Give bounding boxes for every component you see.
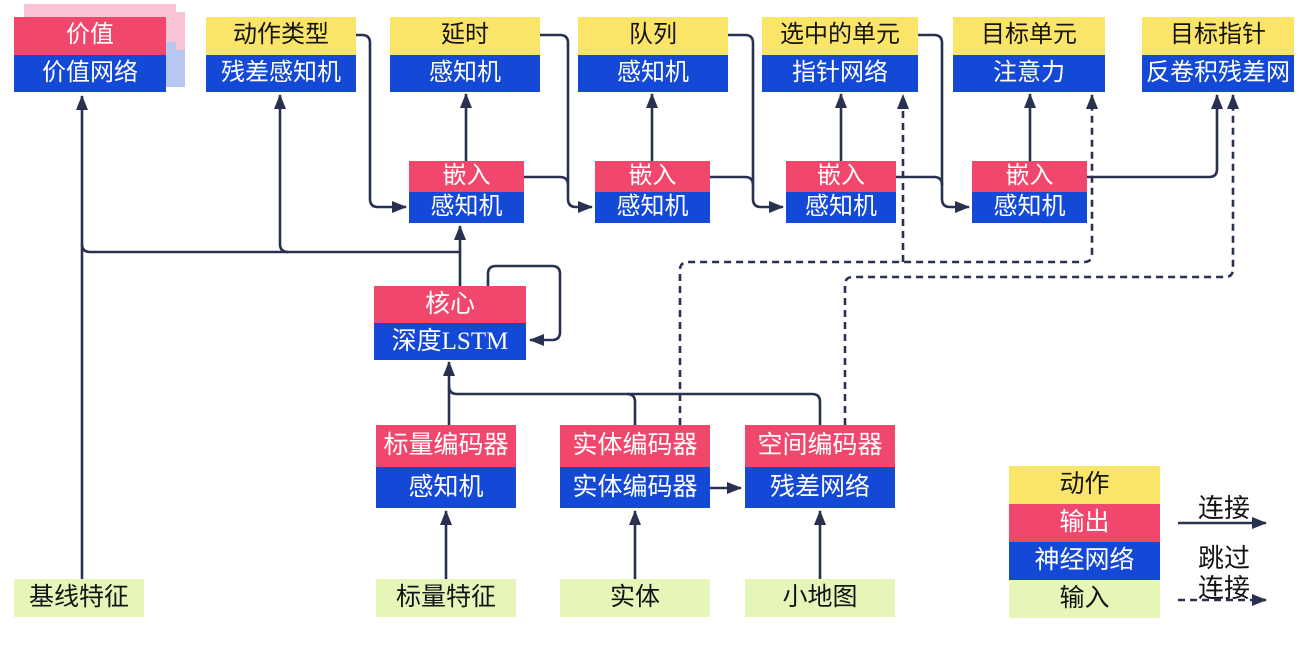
legend-skip-label-line1: 跳过 [1197,544,1250,573]
edge-delay-wrap-to-embed2 [540,33,593,213]
node-embed-1: 嵌入 感知机 [409,161,524,223]
edge-entityencoder-join [626,392,637,425]
edge-selected-wrap-to-embed4 [918,33,970,213]
embed-2-label: 嵌入 [595,161,710,192]
legend-solid-connection-label: 连接 [1197,494,1250,523]
node-scalar-features: 标量特征 [376,579,516,617]
node-entity-encoder: 实体编码器 实体编码器 [560,425,710,508]
spatial-encoder-network-label: 残差网络 [745,466,895,508]
core-network-label: 深度LSTM [374,323,526,360]
legend-output-label: 输出 [1009,504,1160,542]
edge-embed3-chain [896,175,944,186]
node-embed-3: 嵌入 感知机 [786,161,896,223]
node-target-point: 目标指针 反卷积残差网 [1142,17,1294,92]
node-minimap: 小地图 [745,579,895,617]
node-selected-units: 选中的单元 指针网络 [762,17,918,92]
node-core: 核心 深度LSTM [374,286,526,360]
scalar-encoder-label: 标量编码器 [376,425,516,467]
target-unit-label: 目标单元 [953,17,1105,55]
embed-4-label: 嵌入 [972,161,1087,192]
embed-1-label: 嵌入 [409,161,524,192]
edge-actiontype-wrap-to-embed1 [356,33,407,213]
edge-core-self-loop [486,264,562,346]
delay-label: 延时 [390,17,540,55]
edge-spatialencoder-trunk [447,385,822,425]
embed-3-network-label: 感知机 [786,192,896,223]
selected-units-label: 选中的单元 [762,17,918,55]
entities-label: 实体 [560,579,710,617]
legend-skip-label-line2: 连接 [1197,574,1250,603]
edge-queue-wrap-to-embed3 [728,33,784,213]
node-action-type: 动作类型 残差感知机 [206,17,356,92]
embed-1-network-label: 感知机 [409,192,524,223]
embed-3-label: 嵌入 [786,161,896,192]
delay-network-label: 感知机 [390,54,540,92]
embed-4-network-label: 感知机 [972,192,1087,223]
spatial-encoder-label: 空间编码器 [745,425,895,467]
edge-embed2-chain [710,175,755,186]
edge-embed1-chain [524,175,570,186]
baseline-features-label: 基线特征 [14,579,144,617]
queue-network-label: 感知机 [578,54,728,92]
node-embed-4: 嵌入 感知机 [972,161,1087,223]
skip-spatial-to-targetpoint [843,94,1239,425]
target-unit-network-label: 注意力 [953,54,1105,92]
node-spatial-encoder: 空间编码器 残差网络 [745,425,895,508]
edge-core-branch-left [80,243,460,254]
node-queue: 队列 感知机 [578,17,728,92]
node-scalar-encoder: 标量编码器 感知机 [376,425,516,508]
target-point-label: 目标指针 [1142,17,1294,55]
minimap-label: 小地图 [745,579,895,617]
value-network-label: 价值网络 [14,54,166,92]
entity-encoder-label: 实体编码器 [560,425,710,467]
core-label: 核心 [374,286,526,323]
node-value: 价值 价值网络 [14,4,185,92]
action-type-label: 动作类型 [206,17,356,55]
node-entities: 实体 [560,579,710,617]
legend-action-label: 动作 [1009,466,1160,504]
node-delay: 延时 感知机 [390,17,540,92]
node-embed-2: 嵌入 感知机 [595,161,710,223]
scalar-encoder-network-label: 感知机 [376,466,516,508]
scalar-features-label: 标量特征 [376,579,516,617]
node-target-unit: 目标单元 注意力 [953,17,1105,92]
queue-label: 队列 [578,17,728,55]
edge-branch-to-actiontype [274,94,289,254]
node-baseline-features: 基线特征 [14,579,144,617]
target-point-network-label: 反卷积残差网 [1142,54,1294,92]
legend-color-key: 动作 输出 神经网络 输入 [1009,466,1160,618]
value-output-label: 价值 [14,17,166,55]
action-type-network-label: 残差感知机 [206,54,356,92]
legend-input-label: 输入 [1009,580,1160,618]
edge-embed4-to-targetpoint [1087,94,1223,179]
embed-2-network-label: 感知机 [595,192,710,223]
entity-encoder-network-label: 实体编码器 [560,466,710,508]
skip-entity-to-targetunit [678,94,1098,425]
selected-units-network-label: 指针网络 [762,54,918,92]
legend-network-label: 神经网络 [1009,542,1160,580]
